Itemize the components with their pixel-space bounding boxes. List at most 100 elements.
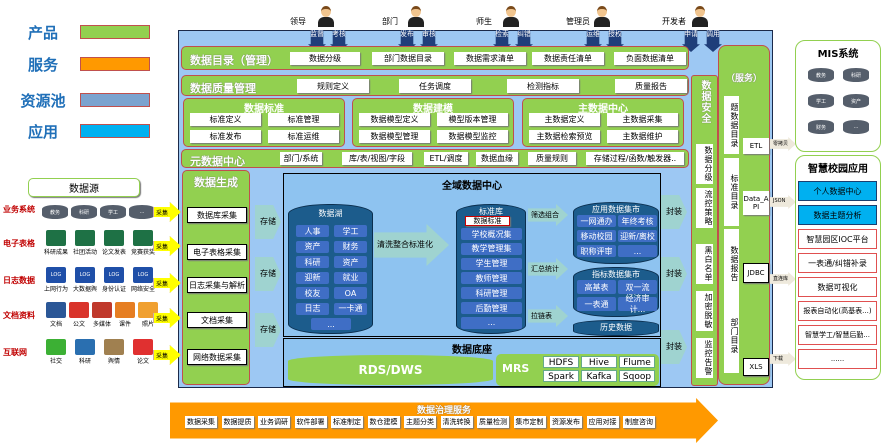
tool-item[interactable]: Hive [581,356,617,368]
service-interface[interactable]: XLS [743,358,769,376]
metadata-item[interactable]: 部门/系统 [280,152,322,165]
mis-database-icon[interactable]: ... [843,120,869,134]
service-interface[interactable]: Data_API [743,191,769,215]
modeling-item[interactable]: 模型版本管理 [437,113,508,126]
standard-library-item[interactable]: ... [461,316,522,329]
master-item[interactable]: 主数据定义 [529,113,600,126]
quality-item[interactable]: 规则定义 [297,79,369,93]
mis-database-icon[interactable]: 财务 [808,120,834,134]
app-mart-item[interactable]: 职称评审 [577,245,616,257]
service-catalog[interactable]: 部门目录 [724,298,739,373]
mis-database-icon[interactable]: 资产 [843,94,869,108]
governance-item[interactable]: 集市定制 [513,416,546,428]
app-item[interactable]: 数据可视化 [798,277,877,297]
index-mart-item[interactable]: 一表通 [577,297,616,311]
standard-library-item[interactable]: 科研管理 [461,287,522,300]
tool-item[interactable]: Spark [543,370,579,382]
tool-item[interactable]: Sqoop [619,370,655,382]
quality-item[interactable]: 任务调度 [399,79,471,93]
metadata-item[interactable]: ETL/调度 [424,152,468,165]
standards-item[interactable]: 标准运维 [268,130,339,143]
service-interface[interactable]: JDBC [743,263,769,283]
data-lake-item[interactable]: 资产 [334,256,367,268]
standard-library-item[interactable]: 后勤管理 [461,302,522,314]
generation-item[interactable]: 网络数据采集 [187,349,247,365]
app-item[interactable]: 报表自动化(高基表...) [798,301,877,321]
standard-library-item[interactable]: 教学管理集 [461,242,522,255]
data-lake-item[interactable]: ... [311,318,351,330]
data-lake-item[interactable]: 日志 [296,302,329,315]
standards-item[interactable]: 标准发布 [190,130,261,143]
app-item[interactable]: 智慧学工/智慧后勤... [798,325,877,345]
quality-item[interactable]: 质量报告 [615,79,687,93]
index-mart-item[interactable]: 高基表 [577,280,616,294]
catalog-item[interactable]: 数据需求清单 [454,52,526,65]
governance-item[interactable]: 应用对接 [586,416,619,428]
generation-item[interactable]: 日志采集与解析 [187,277,247,293]
metadata-item[interactable]: 库/表/视图/字段 [342,152,412,165]
master-item[interactable]: 主数据采集 [607,113,678,126]
data-lake-item[interactable]: 校友 [296,287,329,299]
data-lake-item[interactable]: 人事 [296,225,329,237]
governance-item[interactable]: 主题分类 [404,416,436,428]
tool-item[interactable]: HDFS [543,356,579,368]
governance-item[interactable]: 质量检测 [477,416,509,428]
master-item[interactable]: 主数据检索预览 [529,130,600,143]
action-arrow[interactable]: 调用 [704,30,722,52]
app-item[interactable]: 智慧园区IOC平台 [798,229,877,249]
data-lake-item[interactable]: 财务 [334,240,367,253]
app-item[interactable]: 数据主题分析 [798,205,877,225]
rds-dws[interactable]: RDS/DWS [288,355,493,385]
modeling-item[interactable]: 数据模型管理 [359,130,430,143]
governance-item[interactable]: 制度咨询 [623,416,655,428]
governance-item[interactable]: 标准制定 [331,416,363,428]
service-catalog[interactable]: 题数据目录 [724,96,739,154]
tool-item[interactable]: Kafka [581,370,617,382]
security-item[interactable]: 加密脱敏 [696,291,713,331]
standards-item[interactable]: 标准管理 [268,113,339,126]
app-mart-item[interactable]: 一网通办 [577,215,616,227]
master-item[interactable]: 主数据维护 [607,130,678,143]
app-mart-item[interactable]: 迎新/离校 [618,230,657,242]
security-item[interactable]: 黑白名单 [696,244,713,284]
tool-item[interactable]: Flume [619,356,655,368]
generation-item[interactable]: 数据库采集 [187,207,247,223]
data-lake-item[interactable]: 资产 [296,240,329,253]
data-lake-item[interactable]: 迎新 [296,271,329,284]
governance-item[interactable]: 业务调研 [258,416,290,428]
index-mart-item[interactable]: 经济审计... [618,294,657,314]
data-lake-item[interactable]: 科研 [296,256,329,268]
data-lake-item[interactable]: 就业 [334,271,367,284]
catalog-item[interactable]: 负面数据清单 [614,52,686,65]
service-catalog[interactable]: 标准目录 [724,158,739,226]
app-mart-item[interactable]: ... [618,245,657,257]
governance-item[interactable]: 资源发布 [550,416,582,428]
security-item[interactable]: 数据分级 [696,144,713,184]
catalog-item[interactable]: 数据分级 [290,52,360,65]
service-interface[interactable]: ETL [743,138,769,154]
service-catalog[interactable]: 数据报告 [724,229,739,299]
generation-item[interactable]: 电子表格采集 [187,244,247,260]
governance-item[interactable]: 清洗转换 [440,416,473,428]
governance-item[interactable]: 数仓建模 [367,416,400,428]
app-item[interactable]: ...... [798,349,877,369]
quality-item[interactable]: 检测指标 [507,79,579,93]
catalog-item[interactable]: 部门数据目录 [372,52,444,65]
data-lake-item[interactable]: 学工 [334,225,367,237]
mis-database-icon[interactable]: 科研 [843,68,869,82]
data-lake-item[interactable]: OA [334,287,367,299]
app-mart-item[interactable]: 年终考核 [618,215,657,227]
app-item[interactable]: 一表通/纠错补录 [798,253,877,273]
security-item[interactable]: 流控策略 [696,188,713,228]
standard-library-item[interactable]: 教师管理 [461,272,522,285]
governance-item[interactable]: 数据提质 [221,416,254,428]
data-lake-item[interactable]: 一卡通 [334,302,367,315]
standard-library-item[interactable]: 学校概况集 [461,228,522,240]
modeling-item[interactable]: 数据模型监控 [437,130,508,143]
metadata-item[interactable]: 存储过程/函数/触发器.. [586,152,684,165]
mis-database-icon[interactable]: 学工 [808,94,834,108]
index-mart-item[interactable]: 双一流 [618,280,657,294]
mis-database-icon[interactable]: 教务 [808,68,834,82]
catalog-item[interactable]: 数据责任清单 [532,52,604,65]
metadata-item[interactable]: 数据血缘 [476,152,518,165]
